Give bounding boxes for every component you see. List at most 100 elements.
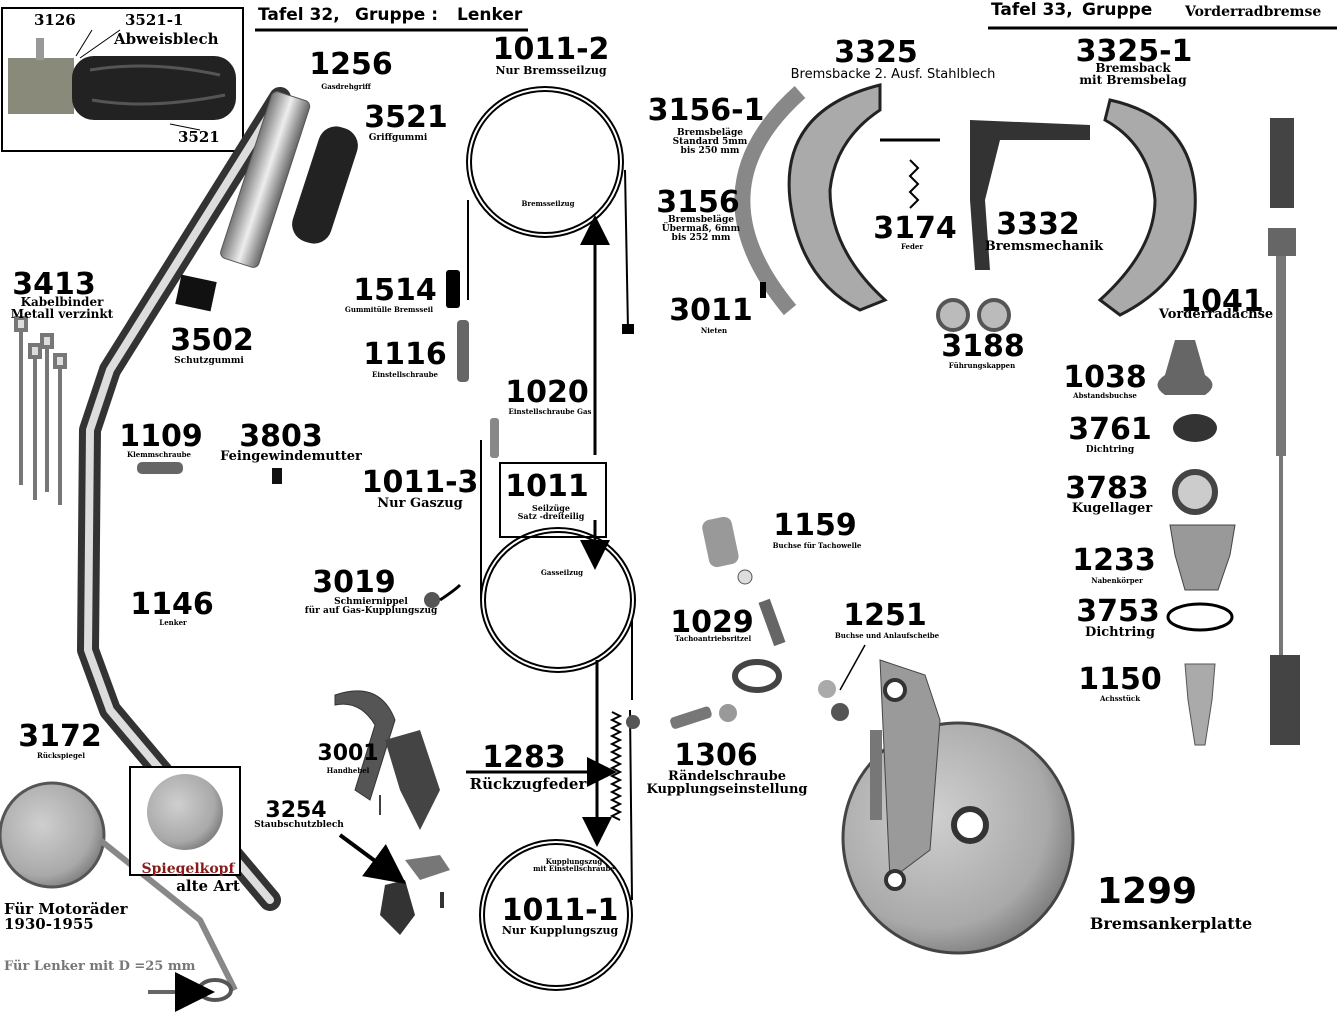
part-1011-2-number: 1011-2 (492, 32, 610, 67)
seal-3753 (1166, 602, 1234, 632)
mirror-head-old-inset (129, 766, 241, 876)
part-1109-text: Klemmschraube (127, 450, 191, 459)
part-3011-text: Nieten (700, 326, 728, 335)
header-left-tafel: Tafel 32, (258, 5, 340, 25)
part-1020-text: Einstellschraube Gas (508, 407, 592, 416)
part-3325-1-number: 3325-1 (1075, 34, 1193, 69)
part-1299-number: 1299 (1096, 871, 1198, 912)
part-1283-text: Rückzugfeder (469, 775, 587, 793)
nut-3803 (272, 468, 282, 484)
part-3413-text: Kabelbinder Metall verzinkt (10, 295, 114, 321)
part-3019-text: Schmiernippel für auf Gas-Kupplungszug (304, 597, 438, 616)
part-3174-number: 3174 (873, 211, 957, 246)
grommet-1514 (446, 270, 460, 308)
seal-3761 (1173, 414, 1217, 442)
part-3325-text: Bremsbacke 2. Ausf. Stahlblech (790, 67, 996, 82)
gas-cable-caption: Gasseilzug (540, 568, 584, 577)
part-1038-text: Abstandsbuchse (1073, 391, 1137, 400)
part-3156-1-text: Bremsbeläge Standard 5mm bis 250 mm (672, 128, 748, 156)
part-1011-3-number: 1011-3 (361, 465, 479, 500)
brake-shoe-3325 (787, 83, 888, 312)
guide-caps-3188 (936, 298, 970, 332)
part-1306-number: 1306 (674, 738, 758, 773)
rubber-3502 (175, 274, 217, 312)
adjusting-screw-1116 (457, 320, 469, 382)
part-1150-text: Achsstück (1099, 694, 1141, 703)
part-1514-text: Gummitülle Bremsseil (344, 305, 434, 314)
part-1306-text: Rändelschraube Kupplungseinstellung (646, 769, 808, 797)
part-1020-number: 1020 (505, 375, 589, 410)
part-3783-number: 3783 (1065, 471, 1149, 506)
part-1256-text: Gasdrehgriff (321, 82, 371, 91)
part-1251-number: 1251 (843, 598, 927, 633)
part-1256-number: 1256 (309, 47, 393, 82)
gas-cable-loop (480, 527, 636, 673)
twist-grip-1256 (220, 91, 311, 268)
part-3502-number: 3502 (170, 323, 254, 358)
pinion-1029 (758, 598, 786, 647)
part-1029-number: 1029 (670, 605, 754, 640)
clamp-screw-1109 (137, 462, 183, 474)
inset-3126: 3126 (34, 11, 76, 29)
part-3156-number: 3156 (656, 185, 740, 220)
part-1041-number: 1041 (1180, 284, 1264, 319)
inset-3521-1: 3521-1 (125, 11, 184, 29)
brake-mechanism-3332 (970, 120, 1090, 270)
clutch-cable-caption: Kupplungszug mit Einstellschraube (533, 857, 615, 873)
brake-cable-caption: Bremsseilzug (521, 199, 575, 208)
spacer-1038 (1157, 340, 1213, 395)
part-1233-number: 1233 (1072, 543, 1156, 578)
part-3521-number: 3521 (364, 100, 448, 135)
part-3332-text: Bremsmechanik (984, 239, 1104, 254)
part-1011-3-text: Nur Gaszug (377, 496, 463, 511)
hub-1233 (1169, 524, 1236, 591)
part-3761-number: 3761 (1068, 412, 1152, 447)
part-3413-number: 3413 (12, 267, 96, 302)
part-1011-1-text: Nur Kupplungszug (501, 924, 619, 937)
part-3011-number: 3011 (669, 293, 753, 328)
brake-anchor-plate-1299 (841, 659, 1075, 955)
knurled-screw-1306 (626, 715, 640, 729)
front-axle-1041 (1268, 118, 1300, 745)
nipple-3019 (424, 592, 440, 608)
part-1011-number: 1011 (505, 469, 589, 504)
header-right-name: Vorderradbremse (1185, 4, 1322, 20)
part-3332-number: 3332 (996, 207, 1080, 242)
axle-piece-1150 (1184, 663, 1216, 746)
part-1038-number: 1038 (1063, 360, 1147, 395)
note-handlebar-diameter: Für Lenker mit D =25 mm (4, 959, 196, 974)
part-3803-number: 3803 (239, 419, 323, 454)
mirror-head-label: Spiegelkopf (141, 861, 235, 877)
bushing-1251 (818, 680, 836, 698)
mirror-old-type-label: alte Art (176, 877, 240, 895)
part-3502-text: Schutzgummi (174, 356, 244, 366)
part-1011-1-number: 1011-1 (501, 893, 619, 928)
part-1283-number: 1283 (482, 740, 566, 775)
part-1109-number: 1109 (119, 419, 203, 454)
part-1233-text: Nabenkörper (1091, 576, 1143, 585)
hand-lever-3001 (334, 690, 396, 801)
part-3761-text: Dichtring (1085, 445, 1135, 455)
part-1146-number: 1146 (130, 587, 214, 622)
header-right-tafel: Tafel 33, (991, 0, 1073, 20)
header-left-name: Lenker (457, 5, 523, 25)
part-1514-number: 1514 (353, 273, 437, 308)
header-right-gruppe: Gruppe (1082, 0, 1153, 20)
part-1251-text: Buchse und Anlaufscheibe (834, 631, 940, 640)
bushing-1159 (702, 516, 739, 568)
part-3001-text: Handhebel (326, 766, 370, 775)
part-3325-1-text: Bremsback mit Bremsbelag (1079, 61, 1187, 87)
return-spring-1283 (609, 711, 623, 821)
part-3325-number: 3325 (834, 35, 918, 70)
part-1041-text: Vorderradachse (1158, 307, 1274, 322)
brake-shoe-3325-1 (1097, 98, 1197, 317)
part-3188-number: 3188 (941, 329, 1025, 364)
part-1146-text: Lenker (159, 618, 187, 627)
note-motorcycles: Für Motoräder 1930-1955 (4, 900, 128, 933)
part-1150-number: 1150 (1078, 662, 1162, 697)
grip-rubber-3521 (292, 126, 358, 244)
part-1159-text: Buchse für Tachowelle (772, 541, 862, 550)
part-3753-text: Dichtring (1085, 625, 1155, 640)
arrow-to-dust-plate (338, 833, 407, 884)
